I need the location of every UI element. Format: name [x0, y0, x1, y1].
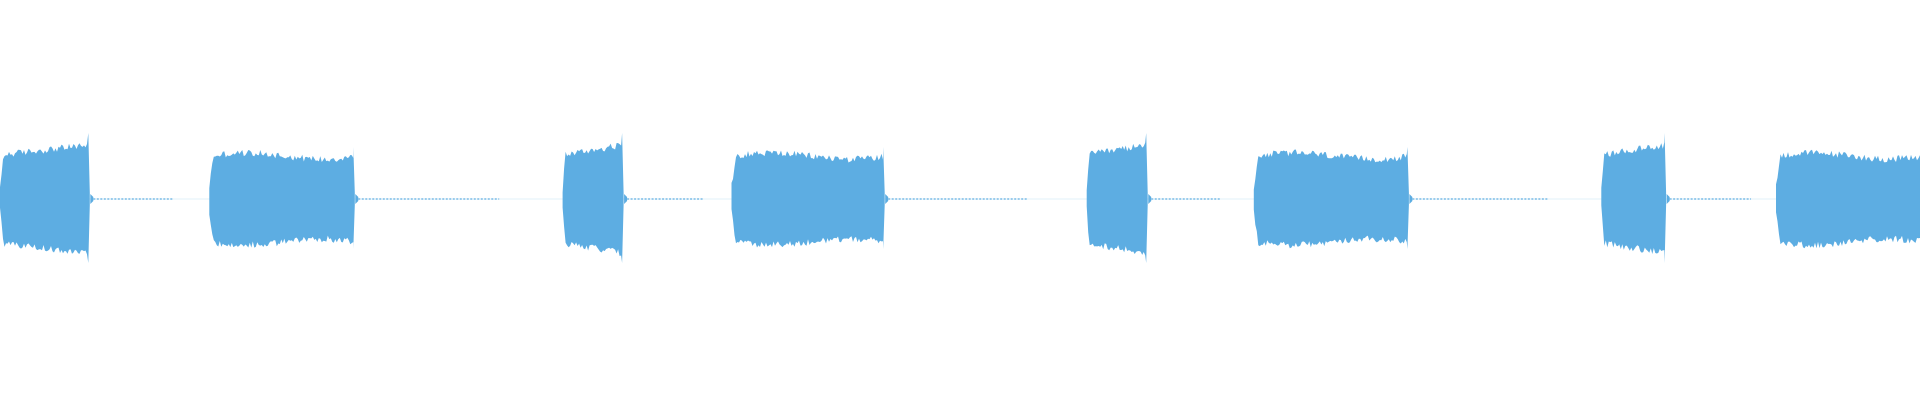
waveform-segment-1: [0, 133, 90, 263]
waveform-tail-4: [885, 194, 1028, 204]
waveform-segment-6: [1253, 147, 1409, 249]
waveform-segment-5: [1086, 133, 1148, 263]
waveform-tail-6: [1409, 194, 1548, 204]
waveform-segment-7: [1601, 133, 1667, 263]
waveform-tail-2: [355, 194, 500, 204]
waveform-segments: [0, 133, 1920, 263]
waveform-tail-3: [624, 194, 703, 204]
waveform-segment-2: [209, 147, 355, 249]
waveform-tail-5: [1148, 194, 1222, 204]
waveform-tail-1: [90, 194, 173, 204]
waveform-tails: [90, 194, 1752, 204]
waveform-segment-3: [562, 133, 624, 263]
waveform-segment-8: [1776, 147, 1920, 249]
waveform-tail-7: [1666, 194, 1752, 204]
waveform-segment-4: [731, 147, 885, 249]
